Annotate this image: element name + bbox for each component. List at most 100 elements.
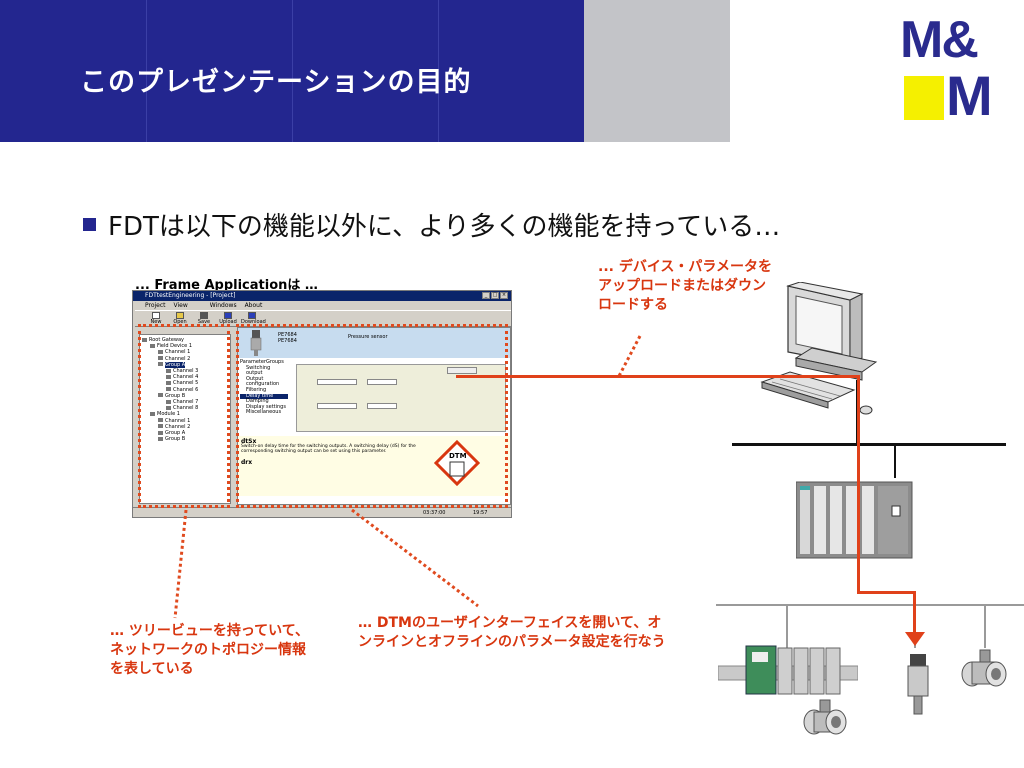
note-dtm-ui: … DTMのユーザインターフェイスを開いて、オンラインとオフラインのパラメータ設… xyxy=(358,615,666,650)
parameter-field[interactable] xyxy=(317,403,357,409)
parameter-group-item[interactable]: Delay time xyxy=(240,393,288,400)
tree-item[interactable]: Group B xyxy=(142,436,228,442)
network-drop xyxy=(894,444,896,478)
tree-item[interactable]: Group A xyxy=(142,430,228,436)
toolbar-new-button[interactable]: New xyxy=(145,311,167,326)
parameter-field[interactable] xyxy=(367,403,397,409)
tree-item-label: Channel 6 xyxy=(173,386,199,393)
dtm-badge-icon xyxy=(434,440,480,486)
toolbar-upload-button[interactable]: Upload xyxy=(217,311,239,326)
parameter-button[interactable] xyxy=(447,367,477,374)
download-icon xyxy=(248,312,256,319)
arrow-down-icon xyxy=(905,632,925,646)
device-node-icon xyxy=(158,349,163,354)
computer-icon xyxy=(760,282,878,415)
tree-item-label: Channel 4 xyxy=(173,374,199,381)
minimize-icon[interactable]: _ xyxy=(482,292,490,299)
tree-item[interactable]: Group B xyxy=(142,393,228,399)
tree-item-label: Channel 7 xyxy=(173,399,199,406)
device-node-icon xyxy=(166,387,171,392)
parameter-group-item[interactable]: Filtering xyxy=(246,386,267,393)
network-line-bottom xyxy=(716,604,1024,606)
bullet-text: FDTは以下の機能以外に、より多くの機能を持っている… xyxy=(108,212,781,242)
tree-item[interactable]: Channel 4 xyxy=(142,374,228,380)
tree-item-label: Module 1 xyxy=(157,411,180,418)
window-title: FDTtestEngineering - [Project] xyxy=(133,291,511,301)
data-path-horizontal xyxy=(456,375,860,378)
status-time-2: 19:57 xyxy=(473,510,488,516)
parameter-group-item[interactable]: Display settings xyxy=(246,403,286,410)
device-node-icon xyxy=(150,343,155,348)
parameter-group-item[interactable]: Miscellaneous xyxy=(246,409,282,416)
toolbar-label: New xyxy=(150,319,162,325)
parameter-group-item[interactable]: ParameterGroups xyxy=(240,359,284,365)
tree-item[interactable]: Root Gateway xyxy=(142,337,228,343)
toolbar-label: Open xyxy=(173,319,187,325)
tree-item[interactable]: Channel 3 xyxy=(142,368,228,374)
toolbar-download-button[interactable]: Download xyxy=(241,311,266,326)
tree-item-label: Channel 1 xyxy=(165,349,191,356)
device-node-icon xyxy=(158,393,163,398)
io-module-icon xyxy=(718,645,858,695)
tree-item[interactable]: Group A xyxy=(142,361,228,368)
toolbar-label: Save xyxy=(197,319,211,325)
pressure-sensor-icon xyxy=(907,654,929,715)
header-logo-panel xyxy=(731,0,1024,142)
status-time-1: 03:37:00 xyxy=(423,510,446,516)
logo-text-bottom: M xyxy=(946,64,993,127)
device-node-icon xyxy=(166,399,171,404)
toolbar-save-button[interactable]: Save xyxy=(193,311,215,326)
parameter-field[interactable] xyxy=(367,379,397,385)
device-node-icon xyxy=(166,380,171,385)
network-drop xyxy=(786,604,788,648)
menu-item-about[interactable]: About xyxy=(244,302,263,309)
tree-item[interactable]: Field Device 1 xyxy=(142,343,228,349)
close-icon[interactable]: × xyxy=(500,292,508,299)
tree-item[interactable]: Channel 1 xyxy=(142,418,228,424)
device-name-2: PE7684 xyxy=(278,338,297,344)
menu-item-view[interactable]: View xyxy=(173,302,188,309)
tree-item-label: Channel 8 xyxy=(173,405,199,412)
header-divider xyxy=(292,0,293,142)
status-bar: 03:37:00 19:57 xyxy=(133,507,511,517)
toolbar-open-button[interactable]: Open xyxy=(169,311,191,326)
tree-item[interactable]: Channel 8 xyxy=(142,405,228,411)
tree-item-label: Group A xyxy=(165,361,186,368)
parameter-group-item[interactable]: Output configuration xyxy=(246,375,280,388)
tree-item-label: Channel 2 xyxy=(165,355,191,362)
maximize-icon[interactable]: □ xyxy=(491,292,499,299)
parameter-group-item[interactable]: Switching output xyxy=(246,364,271,377)
valve-icon xyxy=(803,699,847,735)
menu-item-project[interactable]: Project xyxy=(145,302,166,309)
device-node-icon xyxy=(166,374,171,379)
header-divider xyxy=(146,0,147,142)
tree-item[interactable]: Channel 6 xyxy=(142,387,228,393)
menu-item-windows[interactable]: Windows xyxy=(209,302,237,309)
tree-item[interactable]: Channel 2 xyxy=(142,424,228,430)
network-line-top xyxy=(732,443,1006,446)
window-controls: _ □ × xyxy=(482,292,508,299)
tree-item[interactable]: Channel 2 xyxy=(142,356,228,362)
data-path-vertical xyxy=(857,375,860,593)
device-node-icon xyxy=(150,411,155,416)
parameter-field[interactable] xyxy=(317,379,357,385)
parameter-group-item[interactable]: Damping xyxy=(246,398,269,405)
parameter-description: dtSx Switch-on delay time for the switch… xyxy=(238,436,510,496)
logo-text-top: M& xyxy=(900,11,979,69)
tree-item[interactable]: Channel 1 xyxy=(142,349,228,355)
device-node-icon xyxy=(158,418,163,423)
tree-item-label: Group B xyxy=(165,436,186,443)
tree-item[interactable]: Channel 7 xyxy=(142,399,228,405)
toolbar-label: Upload xyxy=(219,319,237,325)
page-title: このプレゼンテーションの目的 xyxy=(80,67,472,98)
open-folder-icon xyxy=(176,312,184,319)
tree-item[interactable]: Channel 5 xyxy=(142,380,228,386)
tree-item[interactable]: Module 1 xyxy=(142,411,228,417)
data-path-horizontal xyxy=(857,591,915,594)
header-gray-panel xyxy=(584,0,730,142)
plc-rack-icon xyxy=(796,481,913,559)
frame-application-label: ... Frame Applicationは … xyxy=(135,278,318,293)
device-header: PE7684 PE7684 Pressure sensor xyxy=(238,328,510,358)
